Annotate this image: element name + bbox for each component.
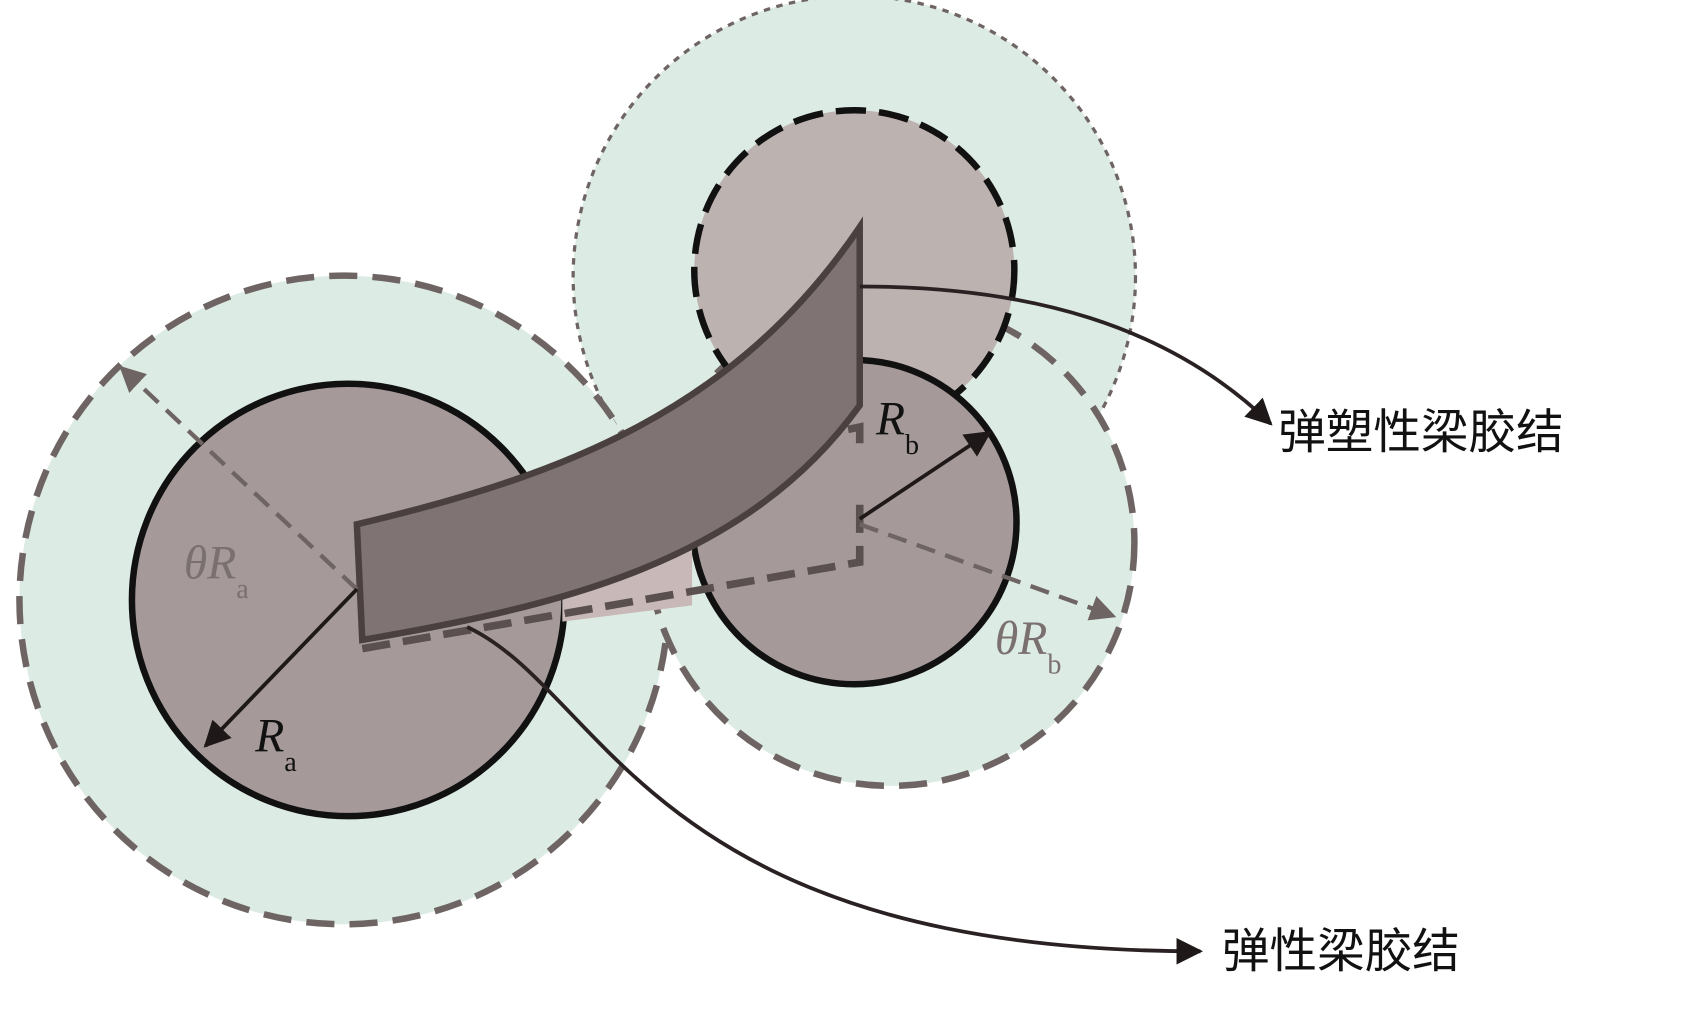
theta-ra-label: θRa xyxy=(184,537,249,604)
ra-label: Ra xyxy=(254,710,297,777)
deformed-beam xyxy=(353,216,863,644)
theta-ra-arrow xyxy=(119,365,359,591)
elastic-bond-label: 弹性梁胶结 xyxy=(1222,925,1460,980)
theta-rb-arrow xyxy=(858,522,1117,621)
rb-label: Rb xyxy=(875,394,919,461)
elastoplastic-leader-arrow xyxy=(859,284,1273,426)
ra-arrow xyxy=(203,587,359,748)
elastic-leader-arrow xyxy=(466,625,1204,965)
theta-rb-label: θRb xyxy=(995,613,1061,680)
elastoplastic-bond-label: 弹塑性梁胶结 xyxy=(1278,406,1563,461)
rb-arrow xyxy=(858,430,992,521)
